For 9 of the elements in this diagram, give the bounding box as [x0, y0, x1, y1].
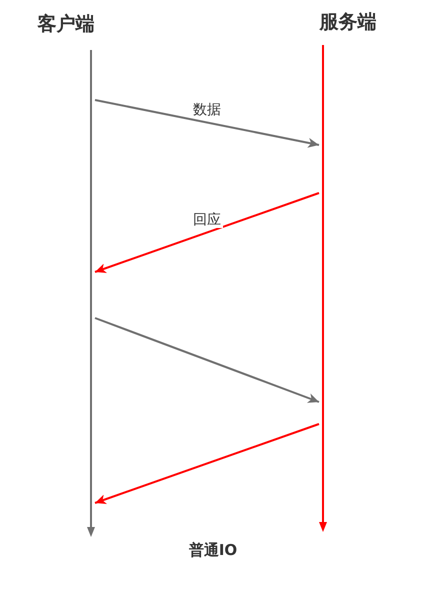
edge-label: 数据: [191, 102, 223, 118]
message-arrow: [94, 99, 320, 148]
message-arrow: [94, 423, 320, 504]
lifeline-heading: 客户端: [38, 12, 94, 36]
lifeline-heading: 服务端: [320, 10, 376, 34]
edge-label: 回应: [191, 212, 223, 228]
message-arrow: [94, 192, 320, 274]
caption: 普通IO: [188, 541, 238, 559]
message-arrow: [94, 317, 320, 403]
